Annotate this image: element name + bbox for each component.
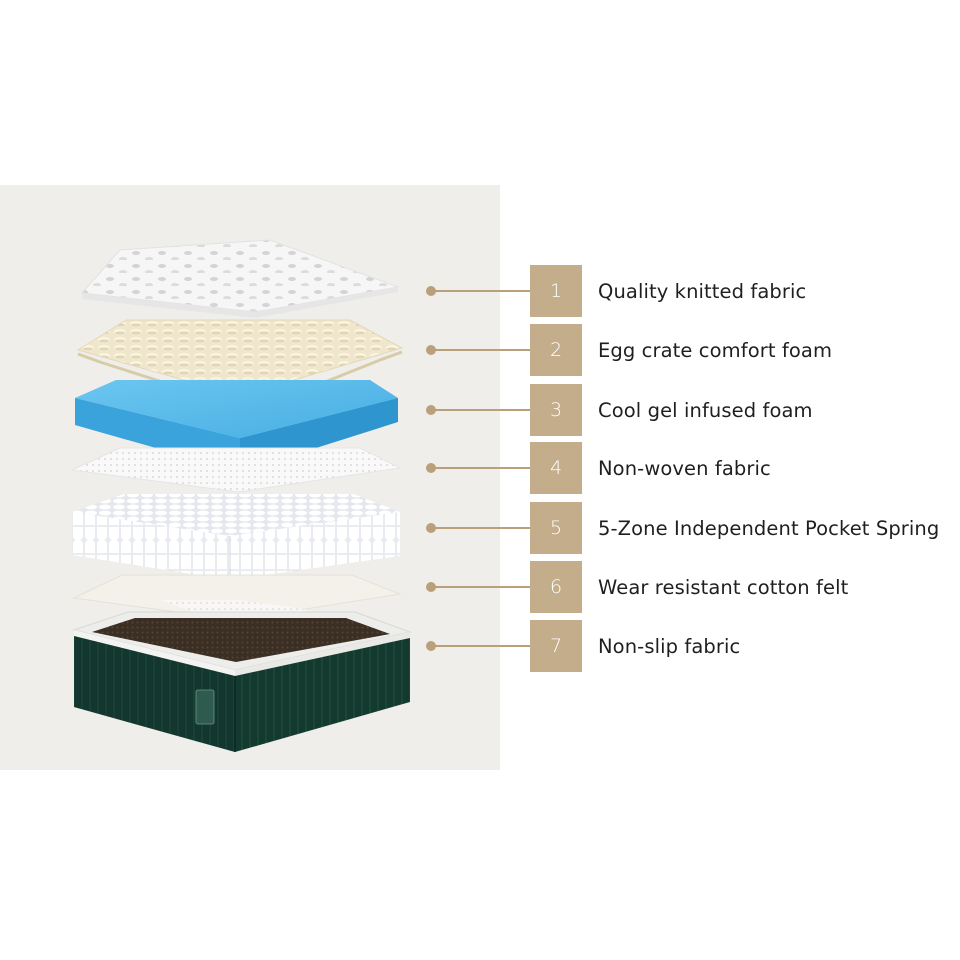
layer-label: Non-woven fabric xyxy=(598,456,771,480)
layer-label: Quality knitted fabric xyxy=(598,279,807,303)
callout-dot-icon xyxy=(426,641,436,651)
layer-number-badge: 2 xyxy=(530,324,582,376)
layer-number-badge: 3 xyxy=(530,384,582,436)
layer-label: Wear resistant cotton felt xyxy=(598,575,849,599)
layer-number-badge: 5 xyxy=(530,502,582,554)
layer-number-badge: 7 xyxy=(530,620,582,672)
callout-dot-icon xyxy=(426,405,436,415)
layer-number-badge: 6 xyxy=(530,561,582,613)
callout-dot-icon xyxy=(426,582,436,592)
layer-label: Non-slip fabric xyxy=(598,634,741,658)
layer-label: 5-Zone Independent Pocket Spring xyxy=(598,516,940,540)
callout-dot-icon xyxy=(426,345,436,355)
non-woven-fabric-layer xyxy=(70,447,402,493)
layer-number-badge: 4 xyxy=(530,442,582,494)
layer-number-badge: 1 xyxy=(530,265,582,317)
callout-connector xyxy=(426,345,530,355)
callout-connector xyxy=(426,523,530,533)
brand-tag-icon xyxy=(195,689,215,725)
callout-connector xyxy=(426,463,530,473)
callout-dot-icon xyxy=(426,523,436,533)
callout-connector xyxy=(426,641,530,651)
quilted-fabric-layer xyxy=(80,239,400,318)
pocket-spring-layer xyxy=(72,494,400,580)
mattress-base-layer xyxy=(72,611,412,752)
callout-connector xyxy=(426,405,530,415)
callout-connector xyxy=(426,582,530,592)
callout-dot-icon xyxy=(426,463,436,473)
layer-label: Egg crate comfort foam xyxy=(598,338,833,362)
callout-connector xyxy=(426,286,530,296)
callout-dot-icon xyxy=(426,286,436,296)
layer-label: Cool gel infused foam xyxy=(598,398,813,422)
